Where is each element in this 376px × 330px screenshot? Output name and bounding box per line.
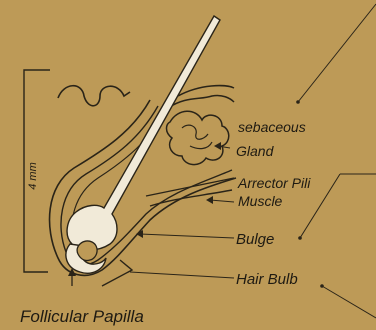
- hair-shaft: [67, 16, 220, 250]
- label-bulge: Bulge: [236, 231, 274, 248]
- follicular-papilla: [77, 241, 97, 261]
- label-arrector-pili: Arrector Pili: [237, 175, 311, 191]
- bulb-bracket: [102, 260, 132, 286]
- dermis-contour-upper: [178, 86, 234, 96]
- label-gland: Gland: [236, 143, 275, 159]
- scale-label: 4 mm: [27, 162, 39, 190]
- label-muscle: Muscle: [238, 193, 283, 209]
- pointer-lines: [130, 146, 234, 278]
- skin-surface-line: [58, 86, 130, 106]
- sebaceous-gland-lobes: [182, 125, 212, 149]
- label-follicular-papilla: Follicular Papilla: [20, 307, 144, 326]
- sebaceous-gland: [167, 111, 229, 164]
- leader-lines: [298, 4, 376, 318]
- label-hair-bulb: Hair Bulb: [236, 271, 298, 288]
- dermis-contour-mid: [168, 95, 234, 108]
- label-sebaceous: sebaceous: [238, 119, 306, 135]
